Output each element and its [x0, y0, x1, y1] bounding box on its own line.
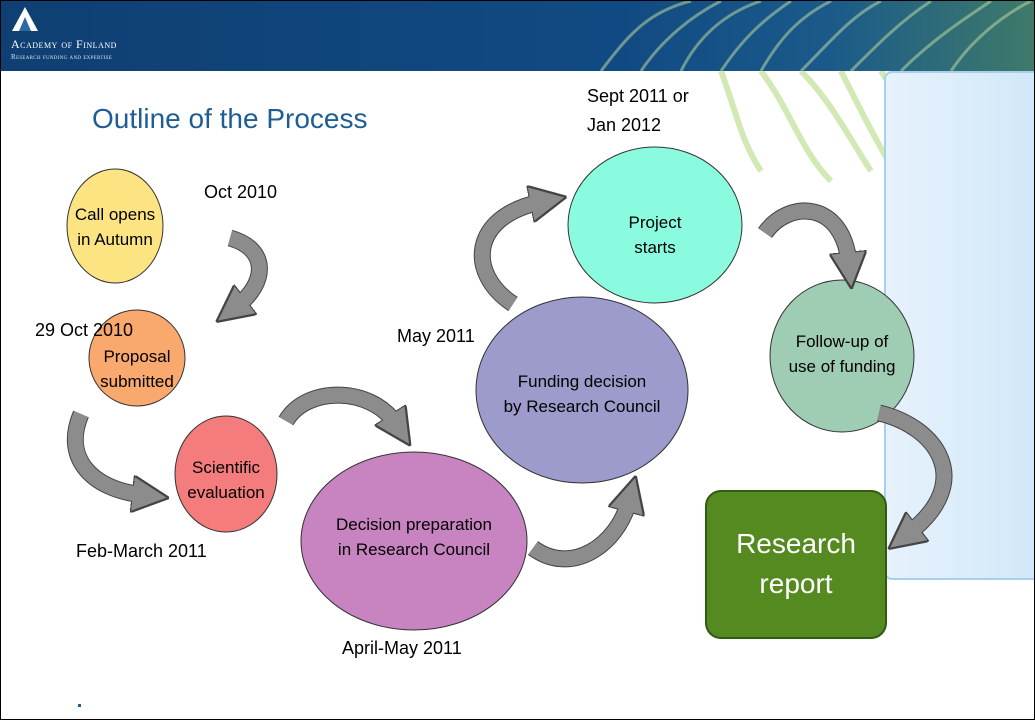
arrow-start-to-followup [758, 202, 849, 263]
decision-node [475, 296, 689, 484]
call-opens-line-1: Call opens [74, 205, 156, 224]
followup-line-1: Follow-up of [795, 332, 889, 351]
evaluation-line-2: evaluation [187, 483, 265, 502]
project-start-node [567, 146, 743, 304]
proposal-text: Proposal submitted [89, 344, 185, 394]
research-report-text: Research report [705, 524, 887, 604]
followup-line-2: use of funding [788, 357, 896, 376]
date-call-opens: Oct 2010 [204, 182, 278, 202]
followup-text: Follow-up of use of funding [770, 329, 914, 379]
project-start-line-2: starts [634, 238, 676, 257]
decision-text: Funding decision by Research Council [476, 369, 688, 419]
project-start-line-1: Project [628, 213, 682, 232]
date-project-start-2: Jan 2012 [587, 115, 662, 135]
preparation-text: Decision preparation in Research Council [301, 512, 527, 562]
call-opens-line-2: in Autumn [77, 230, 153, 249]
logo-tagline: Research funding and expertise [11, 53, 113, 61]
proposal-line-2: submitted [100, 372, 174, 391]
arrow-call-to-proposal [230, 229, 268, 306]
logo-name: Academy of Finland [11, 37, 117, 51]
evaluation-text: Scientific evaluation [175, 455, 277, 505]
research-report-line-1: Research [736, 528, 856, 559]
academy-logo-icon [12, 7, 38, 31]
side-panel [884, 71, 1034, 580]
arrow-proposal-to-evaluation [67, 410, 143, 495]
arrow-decision-to-start [473, 202, 541, 312]
preparation-line-2: in Research Council [337, 540, 491, 559]
decision-line-2: by Research Council [503, 397, 661, 416]
proposal-node [88, 309, 186, 407]
evaluation-node [174, 415, 278, 533]
arrow-evaluation-to-preparation [278, 386, 396, 424]
research-report-box [705, 490, 887, 639]
preparation-line-1: Decision preparation [336, 515, 492, 534]
header-bar: Academy of Finland Research funding and … [1, 1, 1034, 71]
bullet-dot [78, 704, 81, 707]
header-decoration [599, 1, 1032, 71]
date-evaluation: Feb-March 2011 [76, 541, 207, 561]
project-start-text: Project starts [600, 210, 710, 260]
call-opens-node [66, 168, 164, 284]
research-report-line-2: report [759, 568, 833, 599]
date-preparation: April-May 2011 [342, 638, 462, 658]
arrow-preparation-to-decision [527, 501, 629, 568]
arrow-followup-to-report [876, 404, 953, 533]
slide-title: Outline of the Process [92, 103, 368, 134]
call-opens-text: Call opens in Autumn [67, 202, 163, 252]
date-project-start-1: Sept 2011 or [587, 86, 689, 106]
evaluation-line-1: Scientific [191, 458, 261, 477]
date-decision: May 2011 [397, 326, 475, 346]
date-proposal: 29 Oct 2010 [35, 320, 134, 340]
proposal-line-1: Proposal [103, 347, 171, 366]
decision-line-1: Funding decision [517, 372, 647, 391]
preparation-node [300, 451, 528, 631]
